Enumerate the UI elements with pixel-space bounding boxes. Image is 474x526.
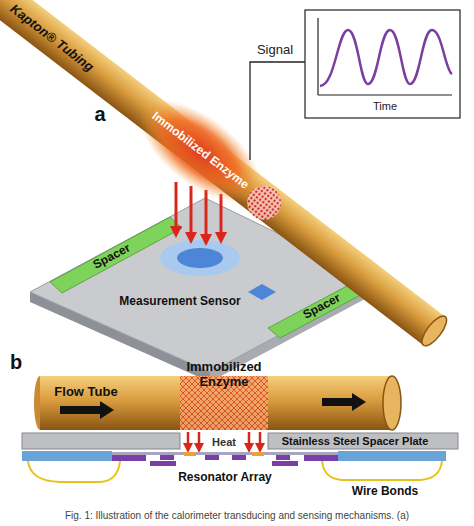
heat-arrows-part xyxy=(205,190,208,240)
resonator-array-part xyxy=(22,451,112,461)
signal-wire-part xyxy=(250,62,305,160)
signal-plot-part xyxy=(305,10,460,118)
resonator-label: Resonator Array xyxy=(178,471,272,485)
signal-label: Signal xyxy=(257,43,293,58)
wire-bond-part xyxy=(28,461,120,482)
figure-caption: Fig. 1: Illustration of the calorimeter … xyxy=(65,510,409,522)
wire-bond-part xyxy=(322,461,442,480)
spacer-plate-part xyxy=(268,433,458,449)
panel-letter: a xyxy=(94,103,105,126)
tube-label: Flow Tube xyxy=(54,385,117,400)
measurement-sensor xyxy=(160,240,276,300)
spacer-plate-part xyxy=(22,433,180,449)
spacer-plate xyxy=(22,433,458,449)
resonator-array-part xyxy=(205,455,219,460)
measurement-sensor-part xyxy=(177,248,223,268)
signal-plot-part xyxy=(320,30,452,86)
resonator-array-part xyxy=(232,455,246,460)
resonator-array-part xyxy=(150,461,176,466)
plate-label: Stainless Steel Spacer Plate xyxy=(282,435,429,448)
heat-arrows-part xyxy=(175,182,178,232)
resonator-array-part xyxy=(184,452,196,456)
measurement-sensor-part xyxy=(248,284,276,300)
resonator-array-part xyxy=(252,452,264,456)
measurement-sensor-part xyxy=(160,240,240,276)
enzyme-label: Immobilized Enzyme xyxy=(178,360,270,390)
kapton-tube xyxy=(0,0,461,362)
flow-arrow-part xyxy=(322,393,366,411)
heat-arrows-part xyxy=(220,194,223,238)
resonator-array-part xyxy=(304,455,338,461)
signal-plot xyxy=(305,10,460,118)
flow-tube-part xyxy=(383,376,401,430)
wire-label: Wire Bonds xyxy=(352,485,419,499)
heat-arrows-part xyxy=(190,186,193,238)
flow-arrow-part xyxy=(60,401,114,419)
kapton-tube-part xyxy=(240,179,288,227)
resonator-array-part xyxy=(112,452,338,455)
resonator-array-part xyxy=(338,451,446,461)
sensor-label: Measurement Sensor xyxy=(119,295,240,309)
tube-label: Kapton® Tubing xyxy=(7,1,96,74)
resonator-array-part xyxy=(276,455,290,460)
heat-arrows-part xyxy=(259,432,262,448)
heat-arrows xyxy=(188,432,260,448)
signal-wire xyxy=(250,62,305,160)
heat-arrows-part xyxy=(248,432,251,448)
axis-label: Time xyxy=(373,100,397,113)
resonator-array xyxy=(22,451,446,466)
resonator-array-part xyxy=(160,455,174,460)
signal-plot-part xyxy=(318,94,452,95)
signal-plot-part xyxy=(317,18,318,95)
sensor-plate-part xyxy=(30,198,378,372)
resonator-array-part xyxy=(272,461,298,466)
heat-arrows-part xyxy=(198,432,201,448)
panel-letter: b xyxy=(10,351,22,374)
heat-arrows-part xyxy=(187,432,190,448)
resonator-array-part xyxy=(112,455,146,461)
kapton-tube-part xyxy=(418,312,451,349)
heat-label: Heat xyxy=(212,436,236,449)
